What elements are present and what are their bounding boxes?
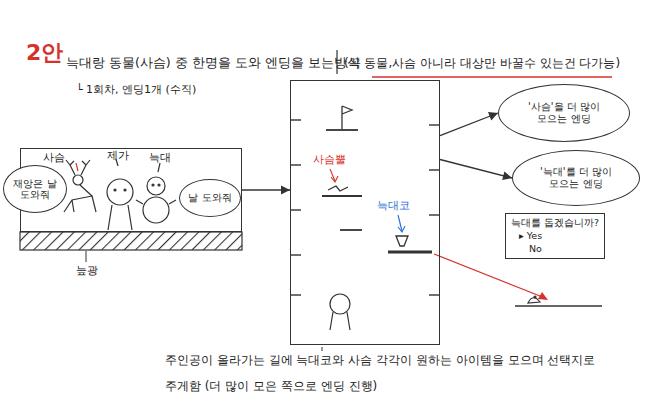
label-holder: 사슴	[43, 151, 65, 165]
choice-box: 늑대를 돕겠습니까?▸ YesNo	[505, 213, 605, 259]
arrow-head	[502, 171, 512, 180]
speech-bubble: '사슴'을 더 많이 모으는 엔딩	[498, 84, 630, 142]
ground-leader	[86, 251, 87, 262]
scene-frame: 사슴제가늑대재앙은 날 도와줘날 도와줘	[20, 148, 242, 232]
deer-figure	[64, 160, 96, 212]
speech-bubble: '늑대'를 더 많이 모으는 엔딩	[512, 150, 640, 206]
figure-label: 제가	[107, 149, 129, 163]
red-underline	[372, 76, 612, 78]
title-holder: 늑대랑 동물(사슴) 중 한명을 도와 엔딩을 보는방식	[66, 55, 360, 72]
figure-label: 늑대	[149, 151, 171, 165]
figure-label: 사슴뿔	[313, 153, 346, 167]
bubble-text: 재앙은 날 도와줘	[12, 178, 58, 201]
label-holder: 늑대코	[377, 199, 410, 213]
collect-scene	[515, 296, 602, 306]
caption-leader	[322, 347, 323, 351]
figure-label: 늑대코	[377, 199, 410, 213]
label-holder: 2안	[26, 38, 63, 68]
goal-flag	[326, 106, 358, 130]
choice-text: 늑대를 돕겠습니까?	[511, 217, 599, 230]
caption-holder: 주인공이 올라가는 길에 늑대코와 사슴 각각이 원하는 아이템을 모으며 선택…	[165, 347, 610, 399]
label-holder: (꼭 동물,사슴 아니라 대상만 바꿀수 있는건 다가능)	[344, 55, 620, 72]
sketch-note: 2안	[26, 38, 63, 68]
choice-text: No	[511, 243, 599, 256]
choice-text: ▸ Yes	[511, 230, 599, 243]
ground-hatch	[20, 232, 242, 250]
bubble-text: '사슴'을 더 많이 모으는 엔딩	[517, 101, 612, 125]
sketch-note: (꼭 동물,사슴 아니라 대상만 바꿀수 있는건 다가능)	[344, 55, 620, 72]
arrow-head	[281, 186, 290, 195]
speech-bubble: 재앙은 날 도와줘	[3, 165, 67, 213]
tower-frame: 사슴뿔늑대코	[290, 80, 440, 345]
tower-steps	[290, 120, 440, 295]
wolf-figure	[136, 163, 176, 223]
red-arrow	[434, 254, 548, 300]
speech-bubble: 날 도와줘	[179, 179, 241, 217]
flow-arrow	[440, 160, 512, 179]
arrow-head	[488, 112, 498, 120]
sketch-note: 늪광	[76, 263, 98, 278]
flow-arrow	[440, 113, 498, 136]
sketch-caption: 주인공이 올라가는 길에 늑대코와 사슴 각각이 원하는 아이템을 모으며 선택…	[165, 347, 610, 399]
label-holder: 늑대	[149, 151, 171, 165]
antler-item	[322, 169, 362, 230]
bubble-text: 날 도와줘	[188, 192, 233, 203]
bubble-text: '늑대'를 더 많이 모으는 엔딩	[530, 166, 622, 190]
label-holder: 제가	[107, 149, 129, 163]
player-figure	[107, 159, 133, 230]
climber-figure	[330, 294, 350, 330]
sketch-title: 늑대랑 동물(사슴) 중 한명을 도와 엔딩을 보는방식	[66, 55, 360, 72]
sketch-note: └ 1회차, 엔딩1개 (수직)	[76, 82, 196, 97]
label-holder: 사슴뿔	[313, 153, 346, 167]
label-holder: └ 1회차, 엔딩1개 (수직)	[76, 82, 196, 97]
figure-label: 사슴	[43, 151, 65, 165]
nose-item	[388, 215, 432, 252]
label-holder: 늪광	[76, 263, 98, 278]
